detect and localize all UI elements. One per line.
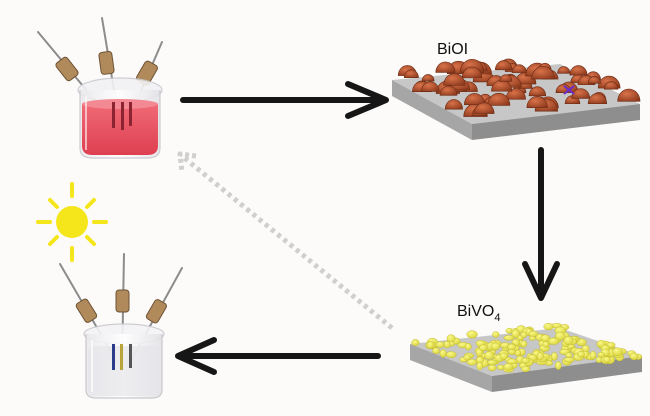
- bioi-film-icon: [392, 58, 641, 140]
- bivo4-label: BiVO4: [457, 303, 500, 324]
- beaker-electrodeposition-icon: [37, 17, 163, 159]
- bivo4-grain: [439, 349, 447, 358]
- bioi-crystal: [495, 60, 513, 71]
- bioi-crystal: [403, 69, 419, 78]
- bivo4-grain: [490, 342, 501, 351]
- bioi-crystal: [499, 74, 513, 82]
- bivo4-grain: [435, 341, 445, 348]
- bioi-crystal: [421, 81, 440, 92]
- dotted-arrow: [177, 151, 394, 330]
- arrow-right: [180, 81, 389, 119]
- bivo4-grain: [551, 352, 558, 361]
- bioi-crystal: [473, 102, 495, 114]
- bivo4-grain: [487, 364, 497, 372]
- bioi-crystal: [435, 61, 456, 73]
- arrow-left: [175, 337, 381, 375]
- bivo4-grain: [555, 361, 562, 370]
- bivo4-grain: [463, 354, 471, 361]
- bivo4-grain: [543, 323, 554, 331]
- sun-icon: [36, 182, 108, 262]
- bivo4-grain: [426, 341, 435, 350]
- bivo4-grain: [476, 361, 483, 371]
- bioi-crystal: [531, 66, 556, 80]
- bioi-crystals: [397, 58, 641, 117]
- bioi-crystal: [461, 66, 483, 79]
- bivo4-grain: [507, 343, 516, 351]
- bivo4-grain: [597, 352, 605, 358]
- bivo4-film-icon: [410, 323, 643, 392]
- bivo4-grain: [555, 331, 566, 341]
- bivo4-grain: [542, 341, 550, 348]
- bioi-crystal: [444, 99, 463, 110]
- bioi-crystal: [571, 88, 591, 99]
- bivo4-grain: [528, 330, 539, 337]
- bioi-crystal: [569, 65, 588, 76]
- bivo4-grain: [565, 352, 573, 359]
- bivo4-grain: [563, 357, 575, 363]
- bivo4-grain: [492, 331, 500, 338]
- bivo4-grain: [445, 351, 457, 358]
- bivo4-grain: [536, 352, 544, 361]
- bioi-crystal: [587, 76, 601, 84]
- bioi-crystal: [487, 92, 511, 106]
- bivo4-grain: [503, 363, 514, 371]
- bioi-crystal: [421, 74, 435, 82]
- bivo4-grain: [520, 340, 528, 348]
- bivo4-grain: [499, 352, 508, 360]
- bivo4-grain: [629, 352, 639, 361]
- bivo4-grain: [540, 334, 551, 342]
- bivo4-grain: [432, 347, 440, 355]
- bivo4-grains: [411, 323, 643, 373]
- bivo4-grain: [411, 339, 420, 347]
- bioi-crystal: [557, 66, 571, 74]
- bivo4-grain: [548, 337, 560, 345]
- bivo4-grain: [577, 351, 585, 358]
- bivo4-grain: [484, 351, 495, 360]
- arrow-down: [522, 147, 560, 301]
- bioi-crystal: [603, 81, 619, 90]
- bioi-crystal: [526, 96, 548, 109]
- bivo4-grain: [521, 357, 531, 364]
- beaker-photoelectrochemical-icon: [59, 253, 183, 399]
- bivo4-grain: [464, 343, 472, 351]
- bivo4-grain: [563, 336, 574, 345]
- bivo4-grain: [503, 334, 515, 341]
- bioi-crystal: [439, 85, 458, 96]
- bivo4-grain: [487, 359, 497, 366]
- bioi-crystal: [587, 93, 608, 104]
- bivo4-grain: [589, 350, 597, 360]
- bivo4-grain: [521, 366, 531, 373]
- bioi-crystal: [617, 88, 641, 102]
- bivo4-grain: [612, 347, 623, 357]
- bivo4-grain: [466, 330, 478, 339]
- bioi-crystal: [528, 86, 547, 97]
- bivo4-grain: [478, 344, 488, 352]
- bioi-crystal: [511, 64, 527, 73]
- bioi-label: BiOI: [437, 41, 468, 58]
- bivo4-grain: [511, 329, 520, 339]
- marker-icon: [563, 85, 575, 95]
